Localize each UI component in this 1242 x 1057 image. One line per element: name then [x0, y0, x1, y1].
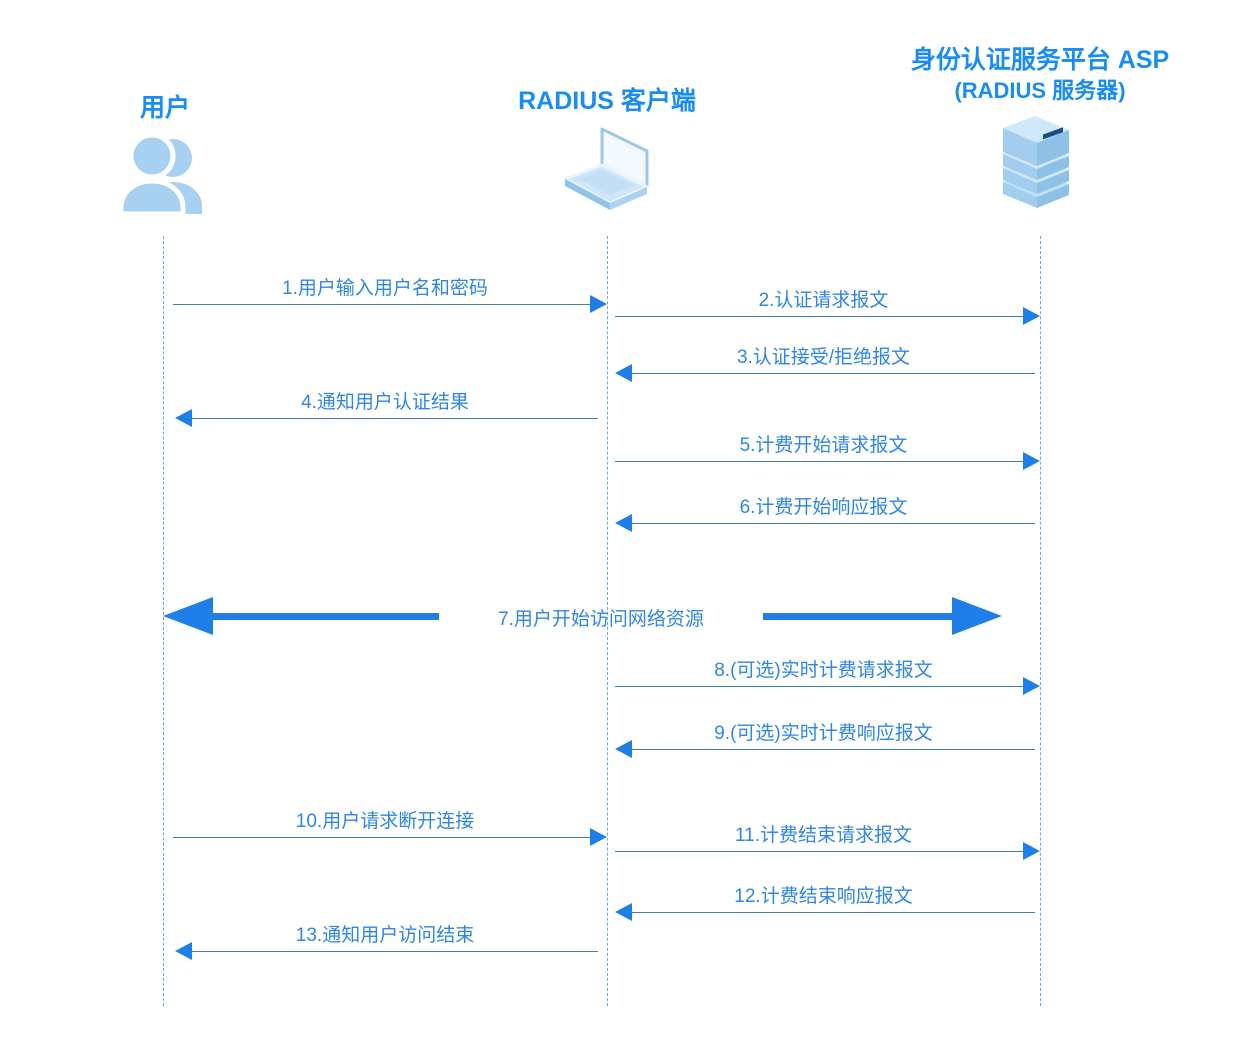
- message-9: 9.(可选)实时计费响应报文: [607, 713, 1040, 759]
- actor-user: 用户: [42, 92, 288, 216]
- actor-user-title: 用户: [139, 94, 190, 122]
- message-10-arrowhead: [590, 828, 607, 846]
- message-13-arrowhead: [175, 942, 192, 960]
- message-1: 1.用户输入用户名和密码: [163, 268, 607, 314]
- message-9-label: 9.(可选)实时计费响应报文: [714, 723, 933, 744]
- message-1-arrowhead: [590, 295, 607, 313]
- message-4-label: 4.通知用户认证结果: [301, 392, 469, 413]
- actor-server-title: 身份认证服务平台 ASP: [910, 46, 1170, 74]
- message-7-arrowhead-right: [952, 597, 1002, 635]
- lifeline-server: [1040, 236, 1041, 1006]
- message-5-arrowhead: [1023, 452, 1040, 470]
- message-10-label: 10.用户请求断开连接: [295, 811, 475, 832]
- message-3-arrowhead: [615, 364, 632, 382]
- actor-client-title: RADIUS 客户端: [518, 87, 696, 115]
- message-11-line: [615, 851, 1023, 852]
- message-8: 8.(可选)实时计费请求报文: [607, 650, 1040, 696]
- message-1-label: 1.用户输入用户名和密码: [282, 278, 488, 299]
- message-11: 11.计费结束请求报文: [607, 815, 1040, 861]
- message-10: 10.用户请求断开连接: [163, 801, 607, 847]
- message-11-label: 11.计费结束请求报文: [734, 825, 912, 846]
- message-4-line: [192, 418, 598, 419]
- message-4-arrowhead: [175, 409, 192, 427]
- message-5: 5.计费开始请求报文: [607, 425, 1040, 471]
- message-8-line: [615, 686, 1023, 687]
- message-3-label: 3.认证接受/拒绝报文: [736, 347, 911, 368]
- message-13: 13.通知用户访问结束: [163, 915, 607, 961]
- actor-server-subtitle: (RADIUS 服务器): [954, 78, 1126, 103]
- message-8-arrowhead: [1023, 677, 1040, 695]
- actor-client: RADIUS 客户端: [484, 85, 730, 219]
- lifeline-client: [607, 236, 608, 1006]
- message-11-arrowhead: [1023, 842, 1040, 860]
- actor-server: 身份认证服务平台 ASP (RADIUS 服务器): [880, 44, 1200, 216]
- message-12-line: [632, 912, 1035, 913]
- laptop-icon: [484, 123, 730, 219]
- server-rack-icon: [880, 112, 1200, 216]
- message-12-label: 12.计费结束响应报文: [734, 886, 913, 907]
- message-2: 2.认证请求报文: [607, 280, 1040, 326]
- message-4: 4.通知用户认证结果: [163, 382, 607, 428]
- message-6-arrowhead: [615, 514, 632, 532]
- message-12-arrowhead: [615, 903, 632, 921]
- message-3-line: [632, 373, 1035, 374]
- message-6-line: [632, 523, 1035, 524]
- message-1-line: [173, 304, 590, 305]
- message-13-label: 13.通知用户访问结束: [295, 925, 475, 946]
- message-6-label: 6.计费开始响应报文: [739, 497, 908, 518]
- message-3: 3.认证接受/拒绝报文: [607, 337, 1040, 383]
- users-icon: [42, 130, 288, 216]
- message-10-line: [173, 837, 590, 838]
- message-7-label: 7.用户开始访问网络资源: [498, 609, 704, 630]
- message-9-arrowhead: [615, 740, 632, 758]
- message-7: 7.用户开始访问网络资源: [163, 594, 1040, 640]
- message-12: 12.计费结束响应报文: [607, 876, 1040, 922]
- message-2-arrowhead: [1023, 307, 1040, 325]
- message-7-arrowhead-left: [163, 597, 213, 635]
- message-7-line-left: [211, 613, 439, 620]
- message-9-line: [632, 749, 1035, 750]
- message-6: 6.计费开始响应报文: [607, 487, 1040, 533]
- message-2-line: [615, 316, 1023, 317]
- message-7-line-right: [763, 613, 953, 620]
- message-5-line: [615, 461, 1023, 462]
- message-13-line: [192, 951, 598, 952]
- message-5-label: 5.计费开始请求报文: [739, 435, 908, 456]
- message-8-label: 8.(可选)实时计费请求报文: [714, 660, 933, 681]
- message-2-label: 2.认证请求报文: [758, 290, 889, 311]
